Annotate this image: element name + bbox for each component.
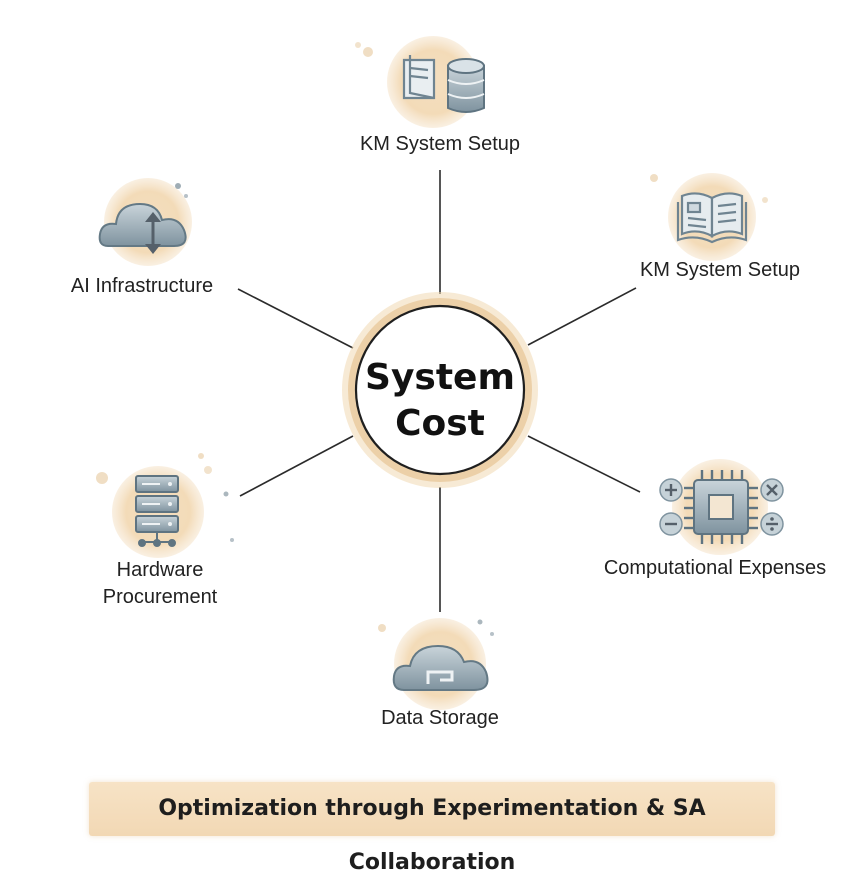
footer-banner: Optimization through Experimentation & S… xyxy=(89,782,775,875)
node-top-left-icon xyxy=(98,178,192,266)
center-hub xyxy=(342,292,538,488)
open-book-icon xyxy=(676,192,748,244)
center-title-line1: System xyxy=(365,357,515,398)
minus-icon xyxy=(659,512,683,536)
connector-top-left xyxy=(237,288,354,349)
divide-icon xyxy=(760,512,784,536)
open-book-icon xyxy=(402,55,436,100)
server-rack-icon xyxy=(135,475,179,547)
connector-lines xyxy=(237,170,641,612)
label-hardware-procurement: Hardware Procurement xyxy=(80,557,240,611)
system-cost-diagram: System Cost KM System Setup KM System Se… xyxy=(70,36,827,875)
label-procurement: Procurement xyxy=(102,586,218,608)
node-bottom-right-icon xyxy=(659,459,784,555)
diagram-canvas xyxy=(96,36,784,710)
node-bottom-left-icon xyxy=(96,453,234,558)
node-top-icon xyxy=(355,36,485,128)
footer-banner-text: Optimization through Experimentation & S… xyxy=(158,796,706,875)
center-title-line2: Cost xyxy=(395,403,485,444)
connector-bottom-right xyxy=(527,435,641,493)
connector-bottom-left xyxy=(239,435,354,497)
label-computational-expenses: Computational Expenses xyxy=(603,557,827,579)
cloud-storage-icon xyxy=(392,644,489,691)
label-km-system-setup-top: KM System Setup xyxy=(359,133,521,155)
node-top-right-icon xyxy=(650,173,768,261)
label-hardware: Hardware xyxy=(116,559,204,581)
plus-icon xyxy=(659,478,683,502)
connector-top-right xyxy=(527,287,637,346)
times-icon xyxy=(760,478,784,502)
label-ai-infrastructure: AI Infrastructure xyxy=(70,275,214,297)
node-bottom-icon xyxy=(378,618,494,710)
cloud-upload-download-icon xyxy=(98,202,187,254)
label-km-system-setup-right: KM System Setup xyxy=(639,259,801,281)
center-title: System Cost xyxy=(340,355,540,447)
database-icon xyxy=(447,58,485,113)
cpu-chip-icon xyxy=(684,470,758,544)
label-data-storage: Data Storage xyxy=(381,707,499,729)
